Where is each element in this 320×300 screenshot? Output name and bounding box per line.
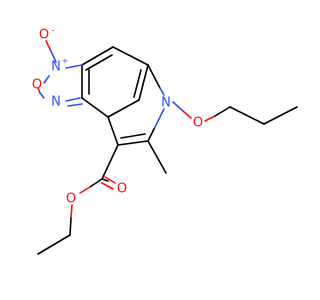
- bond: [263, 106, 298, 125]
- bond: [101, 178, 109, 182]
- ethyl-ester: [37, 144, 119, 255]
- ring-nitrogen-label: N: [51, 95, 61, 110]
- molecule-canvas: O - N + O N N O O O: [0, 0, 300, 300]
- bond: [89, 178, 103, 188]
- bond: [39, 92, 45, 99]
- methyl-bond: [147, 140, 167, 174]
- background: [0, 0, 300, 300]
- bond: [85, 54, 113, 71]
- bond: [204, 115, 216, 122]
- oxadiazole-ring: [37, 40, 83, 107]
- bond: [49, 48, 57, 63]
- bond: [70, 204, 73, 219]
- bond: [229, 106, 265, 125]
- indole-nitrogen-label: N: [161, 96, 171, 111]
- bond: [172, 101, 184, 112]
- bond: [120, 133, 146, 139]
- butoxy-chain: [172, 101, 298, 125]
- oxide-oxygen-label: O: [39, 28, 49, 43]
- molecule-structure: O - N + O N N O O O: [0, 0, 300, 300]
- bond: [81, 46, 114, 66]
- bond: [147, 128, 155, 142]
- pyrrole-ring: [107, 64, 165, 146]
- bond: [147, 64, 161, 89]
- bond: [79, 186, 91, 194]
- bond: [69, 217, 72, 236]
- bond: [112, 46, 149, 66]
- oxide-oxygen-charge: -: [52, 26, 55, 35]
- bond: [138, 64, 149, 101]
- bond: [159, 87, 165, 96]
- bond: [67, 103, 83, 107]
- bond: [101, 182, 114, 190]
- bond: [43, 75, 50, 84]
- bond: [153, 108, 165, 130]
- bond: [37, 87, 41, 94]
- oxide-nitrogen-label: N: [51, 60, 61, 75]
- bond: [117, 140, 149, 146]
- bond: [45, 40, 51, 50]
- bond: [104, 176, 116, 184]
- carbonyl-oxygen-label: O: [117, 182, 127, 197]
- bond: [37, 234, 71, 255]
- ring-oxygen-label: O: [32, 78, 42, 93]
- butoxy-oxygen-label: O: [193, 116, 203, 131]
- bond: [182, 110, 192, 119]
- oxide-nitrogen-charge: +: [62, 57, 69, 66]
- bond: [107, 116, 119, 146]
- bond: [81, 97, 109, 118]
- benzene-ring: [81, 46, 149, 118]
- bond: [65, 97, 81, 102]
- ester-oxygen-label: O: [66, 192, 76, 207]
- bond: [214, 106, 231, 117]
- bond: [133, 69, 142, 98]
- bond: [107, 99, 140, 118]
- bond: [65, 64, 83, 69]
- bond: [101, 144, 119, 180]
